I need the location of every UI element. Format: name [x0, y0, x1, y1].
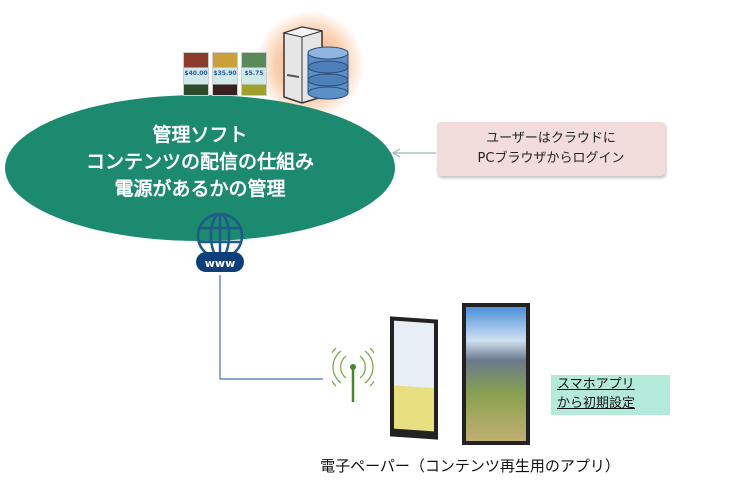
globe-www-icon: www [196, 212, 244, 272]
epaper-device-schedule [390, 316, 438, 440]
user-login-note: ユーザーはクラウドに PCブラウザからログイン [437, 122, 665, 176]
price-text: $40.00 [184, 70, 208, 77]
price-tag: $5.75 [241, 52, 267, 96]
management-line-3: 電源があるかの管理 [114, 178, 286, 200]
price-tag: $40.00 [183, 52, 209, 96]
wireless-antenna-icon [332, 348, 374, 402]
management-cloud [5, 95, 395, 241]
setup-note-line-1: スマホアプリ [557, 377, 635, 392]
epaper-device-landscape [462, 303, 530, 445]
price-tag: $35.90 [212, 52, 238, 96]
price-text: $35.90 [213, 70, 237, 77]
management-text: 管理ソフト コンテンツの配信の仕組み 電源があるかの管理 [40, 122, 360, 203]
price-text: $5.75 [244, 70, 264, 77]
www-label: www [205, 257, 236, 270]
user-note-line-2: PCブラウザからログイン [477, 151, 625, 166]
management-line-2: コンテンツの配信の仕組み [85, 151, 314, 173]
server-database-icon [282, 26, 349, 104]
smartphone-setup-note: スマホアプリ から初期設定 [551, 375, 670, 415]
arrow-left-icon [391, 148, 436, 158]
user-note-line-1: ユーザーはクラウドに [486, 131, 616, 146]
setup-note-line-2: から初期設定 [557, 396, 636, 411]
price-tag-images: $40.00 $35.90 $5.75 [183, 52, 267, 96]
management-line-1: 管理ソフト [152, 124, 248, 146]
epaper-caption: 電子ペーパー（コンテンツ再生用のアプリ） [320, 457, 620, 475]
